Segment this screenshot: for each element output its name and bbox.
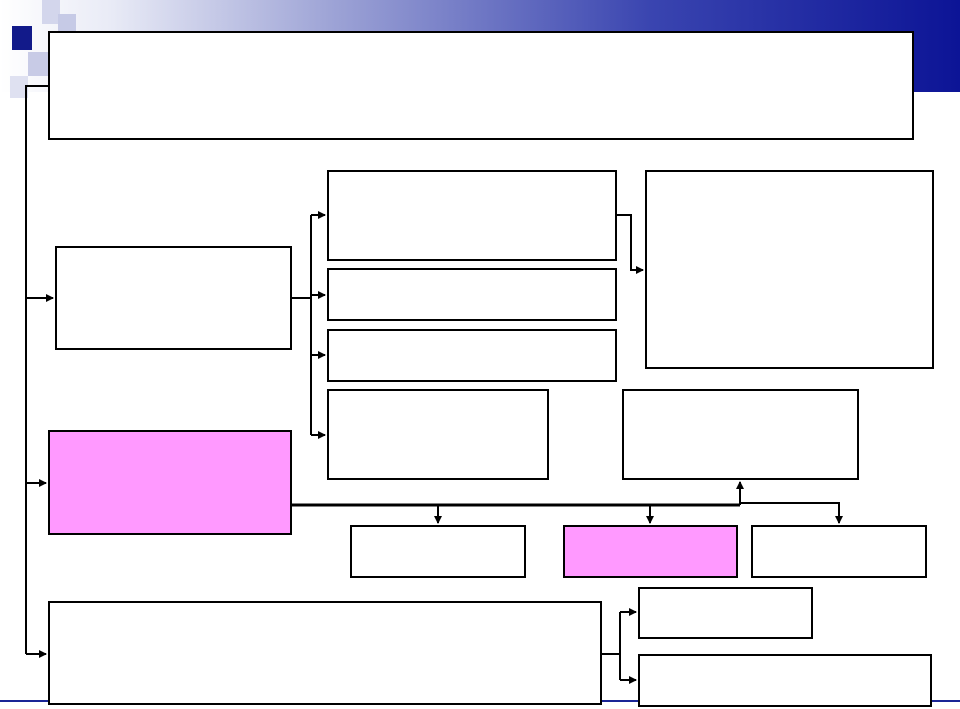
corner-square-light	[42, 0, 60, 24]
mid-box-2	[327, 268, 617, 321]
low-box-3	[751, 525, 927, 578]
mid-box-3	[327, 329, 617, 382]
left-box-2-highlighted	[48, 430, 292, 535]
right-mid-box	[622, 389, 859, 480]
low-box-2-highlighted	[563, 525, 738, 578]
bottom-wide-box	[48, 601, 602, 705]
connector-branch-bottom	[602, 612, 621, 680]
bottom-right-box-2	[638, 654, 932, 707]
left-box-1	[55, 246, 292, 350]
connector-branch-mid	[292, 215, 312, 435]
mid-box-4	[327, 389, 549, 480]
corner-squares-decoration	[0, 0, 90, 110]
arrow-to-low-box-3	[740, 502, 843, 524]
right-tall-box	[645, 170, 934, 369]
connector-spine	[25, 85, 48, 654]
corner-square-light	[58, 14, 76, 32]
corner-square-light	[28, 52, 48, 76]
mid-box-1	[327, 170, 617, 261]
corner-square-light	[10, 76, 28, 98]
low-box-1	[350, 525, 526, 578]
top-banner-box	[48, 31, 914, 140]
corner-square-dark	[12, 26, 32, 50]
bottom-right-box-1	[638, 587, 813, 639]
connector-to-right-tall	[617, 214, 644, 274]
